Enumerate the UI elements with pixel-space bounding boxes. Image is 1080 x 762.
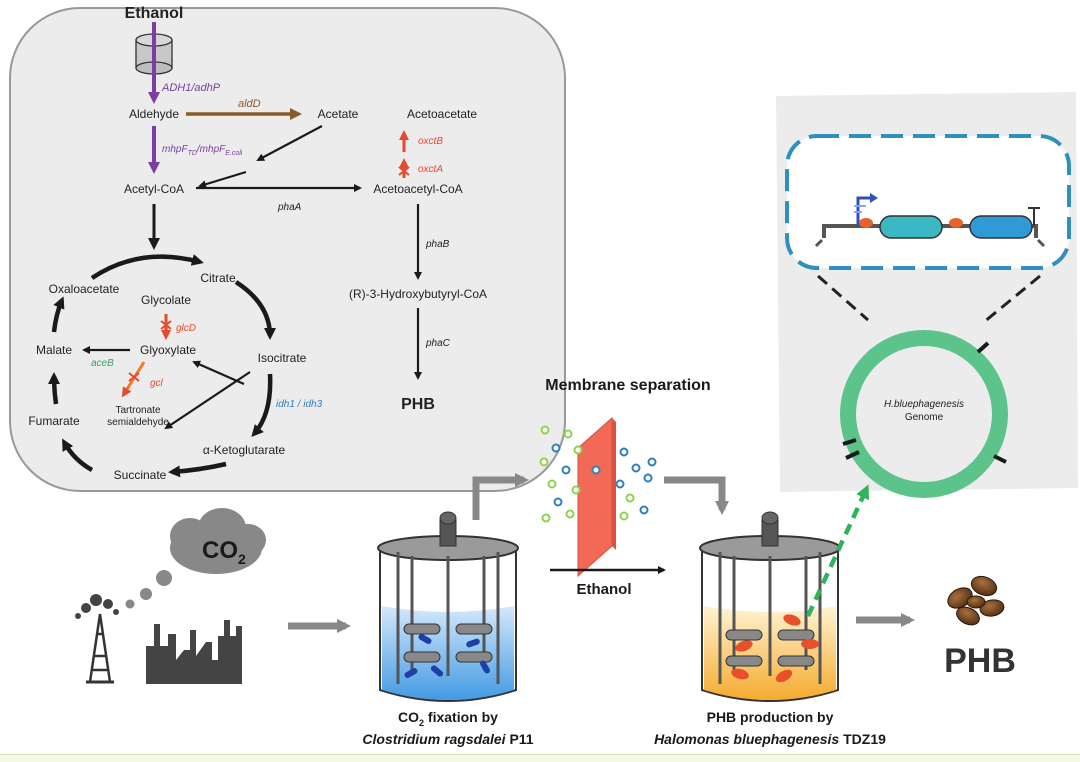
ethanol-label: Ethanol [125, 5, 184, 22]
oxct-blocked-arrows [398, 130, 410, 178]
glcd-blocked-arrow [160, 314, 172, 340]
phb-product-label: PHB [944, 642, 1016, 680]
tartronate-label-2: semialdehyde [107, 417, 169, 428]
hbcoa-label: (R)-3-Hydroxybutyryl-CoA [349, 287, 487, 301]
genome-label-2: Genome [905, 412, 944, 423]
gene-ald: aldD [238, 98, 261, 110]
isocitrate-label: Isocitrate [258, 351, 307, 365]
citrate-label: Citrate [200, 271, 236, 285]
membrane-label: Membrane separation [545, 377, 710, 394]
membrane-to-reactor-arrow [664, 476, 729, 515]
ketoglutarate-label: α-Ketoglutarate [203, 443, 286, 457]
caption-right-line2: Halomonas bluephagenesis TDZ19 [654, 731, 886, 747]
molecule-dots [539, 425, 657, 523]
gene-aceb: aceB [91, 358, 114, 369]
oil-derrick-icon [86, 613, 114, 684]
gene-phac: phaC [425, 338, 451, 349]
gene-mhpf: mhpFTD/mhpFE.coli [162, 144, 243, 157]
phb-pathway-label: PHB [401, 396, 435, 413]
acetate-label: Acetate [318, 107, 359, 121]
bottom-border-strip [0, 754, 1080, 762]
pathway-panel: Ethanol ADH1/adhP Aldehyde aldD Acetate … [9, 5, 566, 492]
co2-cloud-icon [125, 508, 266, 609]
gene-construct-icon [814, 193, 1046, 248]
fumarate-label: Fumarate [28, 414, 80, 428]
genome-label-1: H.bluephagenesis [884, 399, 964, 410]
glycolate-label: Glycolate [141, 293, 191, 307]
co2-label: CO2 [202, 537, 246, 567]
factory-skyline-icon [146, 620, 242, 684]
tca-cycle [48, 254, 276, 478]
glyoxylate-label: Glyoxylate [140, 343, 196, 357]
isocitrate-to-ketoglutarate-arrow [251, 373, 273, 437]
gene-glcd: glcD [176, 323, 196, 334]
gene-phaa: phaA [277, 202, 302, 213]
aldehyde-label: Aldehyde [129, 107, 179, 121]
ethanol-transfer-label: Ethanol [577, 581, 632, 598]
acetylcoa-label: Acetyl-CoA [124, 182, 184, 196]
acetoacetate-label: Acetoacetate [407, 107, 477, 121]
caption-left-line2: Clostridium ragsdalei P11 [362, 731, 533, 747]
isocitrate-to-succinate-arrow [164, 371, 251, 430]
gene-phab: phaB [425, 239, 450, 250]
acetate-to-acetylcoa-arrow [256, 125, 323, 161]
membrane-icon [577, 416, 616, 578]
reactor-to-membrane-arrow [472, 473, 529, 520]
genome-ring [840, 330, 1008, 498]
malate-label: Malate [36, 343, 72, 357]
cell-to-genome-arrow [805, 484, 870, 617]
halomonas-bioreactor-icon [699, 511, 841, 702]
gene-adh: ADH1/adhP [161, 82, 221, 94]
genome-markers [842, 341, 1007, 464]
caption-left-line1: CO2 fixation by [398, 709, 498, 728]
clostridium-bioreactor-icon [377, 511, 519, 702]
genome-panel: H.bluephagenesis Genome [776, 92, 1078, 498]
gene-idh: idh1 / idh3 [276, 399, 323, 410]
plasmid-box [785, 134, 1071, 270]
gene-oxcta: oxctA [418, 164, 443, 175]
oil-splash-icon [75, 594, 119, 619]
phb-granules-icon [947, 575, 1005, 626]
oxaloacetate-label: Oxaloacetate [49, 282, 120, 296]
caption-right-line1: PHB production by [707, 709, 834, 725]
gene-oxctb: oxctB [418, 136, 443, 147]
succinate-label: Succinate [114, 468, 167, 482]
acetoacetylcoa-label: Acetoacetyl-CoA [373, 182, 462, 196]
gene-gcl: gcl [150, 378, 164, 389]
gcl-blocked-arrow [121, 361, 146, 398]
tartronate-label-1: Tartronate [115, 405, 160, 416]
